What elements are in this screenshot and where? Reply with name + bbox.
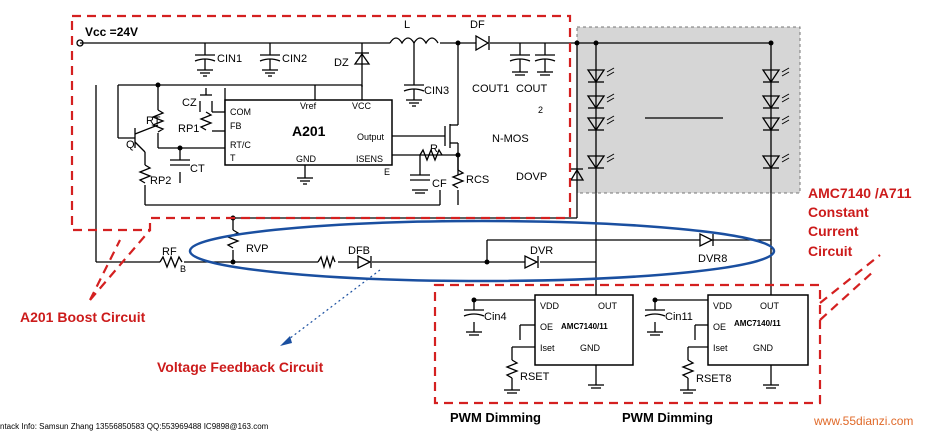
cin1-label: CIN1: [217, 53, 242, 65]
feedback-title: Voltage Feedback Circuit: [157, 359, 324, 375]
cc-title-line1: AMC7140 /A711: [808, 185, 912, 201]
rvp-label: RVP: [246, 243, 268, 255]
cz-label: CZ: [182, 97, 197, 109]
q-label: Q: [126, 139, 135, 151]
led-panel: [576, 26, 801, 194]
dvr8-label: DVR8: [698, 253, 727, 265]
nmos-label: N-MOS: [492, 133, 529, 145]
nmos-symbol: [444, 124, 458, 148]
dfb-label: DFB: [348, 245, 370, 257]
a201-name: A201: [292, 123, 326, 139]
a201-pin-gnd: GND: [296, 154, 317, 164]
vcc-label: Vcc =24V: [85, 25, 138, 39]
rf-sub-label: B: [180, 264, 186, 274]
cout1-label: COUT1: [472, 83, 509, 95]
amc-right-pin-out: OUT: [760, 301, 780, 311]
a201-pin-e: E: [384, 167, 390, 177]
amc-left-pin-gnd: GND: [580, 343, 601, 353]
cin11-label: Cin11: [665, 311, 693, 323]
rp1-label: RP1: [178, 123, 199, 135]
pwm-right-label: PWM Dimming: [622, 410, 713, 425]
amc-right-pin-gnd: GND: [753, 343, 774, 353]
capacitor-symbols: [170, 54, 666, 317]
r-label: R: [430, 143, 438, 155]
rt-label: RT: [146, 115, 161, 127]
feedback-ellipse: [188, 219, 776, 283]
inductor-label: L: [404, 19, 410, 31]
ct-label: CT: [190, 163, 205, 175]
a201-pin-t: T: [230, 153, 236, 163]
cin2-label: CIN2: [282, 53, 307, 65]
amc-left-pin-out: OUT: [598, 301, 618, 311]
feedback-arrowhead: [280, 336, 292, 346]
cc-callout: [819, 254, 881, 321]
inductor-symbol: [389, 37, 439, 45]
rp2-label: RP2: [150, 175, 171, 187]
feedback-pointer: [284, 269, 381, 343]
a201-pin-fb: FB: [230, 121, 242, 131]
diode-symbols: [353, 34, 714, 270]
cout2-label: COUT: [516, 83, 547, 95]
rset-label: RSET: [520, 371, 550, 383]
amc-right-name: AMC7140/11: [734, 319, 781, 328]
amc-left-pin-iset: Iset: [540, 343, 555, 353]
df-label: DF: [470, 19, 485, 31]
junction-dots: [155, 40, 774, 303]
led-symbols: [586, 67, 790, 170]
constant-current-box: [433, 283, 822, 405]
amc-left-chip: [534, 294, 634, 366]
boost-box: [70, 14, 572, 232]
amc-left-name: AMC7140/11: [561, 322, 608, 331]
a201-chip: [224, 99, 393, 166]
a201-pin-rtct: RT/C: [230, 140, 251, 150]
resistor-symbols: [138, 109, 695, 379]
a201-pin-vref: Vref: [300, 101, 317, 111]
transistor-q: [134, 124, 159, 153]
ground-symbols: [197, 69, 779, 394]
a201-pin-output: Output: [357, 132, 385, 142]
amc-right-pin-vdd: VDD: [713, 301, 733, 311]
dz-label: DZ: [334, 57, 349, 69]
cin4-label: Cin4: [484, 311, 507, 323]
a201-pin-com: COM: [230, 107, 251, 117]
a201-pin-isens: ISENS: [356, 154, 383, 164]
pwm-left-label: PWM Dimming: [450, 410, 541, 425]
amc-right-pin-oe: OE: [713, 322, 726, 332]
rf-label: RF: [162, 246, 177, 258]
cf-label: CF: [432, 178, 447, 190]
cc-title-line4: Circuit: [808, 243, 853, 259]
rset8-label: RSET8: [696, 373, 731, 385]
cin3-label: CIN3: [424, 85, 449, 97]
cout2-sub-label: 2: [538, 105, 543, 115]
amc-left-pin-oe: OE: [540, 322, 553, 332]
amc-right-pin-iset: Iset: [713, 343, 728, 353]
dvr-label: DVR: [530, 245, 553, 257]
vcc-terminal: [76, 39, 84, 47]
cc-title-line3: Current: [808, 223, 859, 239]
contact-info: ntack Info: Samsun Zhang 13556850583 QQ:…: [0, 422, 269, 431]
watermark: www.55dianzi.com: [813, 414, 913, 428]
cc-title-line2: Constant: [808, 204, 869, 220]
dovp-label: DOVP: [516, 171, 547, 183]
amc-right-chip: [707, 294, 809, 366]
boost-title: A201 Boost Circuit: [20, 309, 146, 325]
amc-left-pin-vdd: VDD: [540, 301, 560, 311]
rcs-label: RCS: [466, 174, 489, 186]
a201-pin-vcc: VCC: [352, 101, 372, 111]
boost-callout: [89, 229, 151, 301]
